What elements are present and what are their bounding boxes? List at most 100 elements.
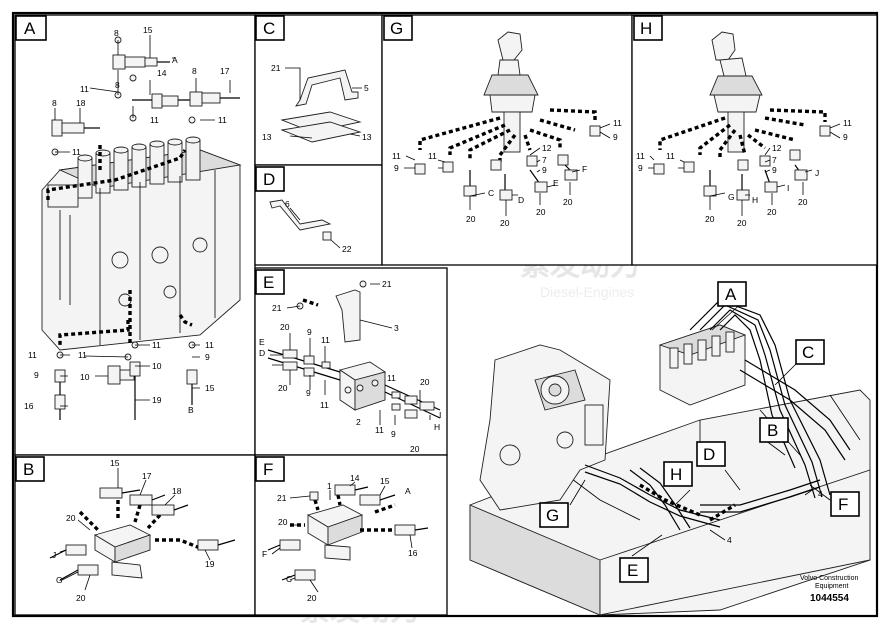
label-h-1: 9: [638, 163, 643, 173]
hose-run-a2: [58, 320, 130, 345]
label-h-13: 20: [737, 218, 747, 228]
label-g-7: 9: [542, 165, 547, 175]
label-f-8: 16: [408, 548, 418, 558]
label-a-14: 11: [78, 350, 87, 360]
overview-dash-2: [709, 503, 736, 522]
panel-d: D 6 22: [254, 164, 383, 266]
hose-runs-b: [78, 500, 201, 550]
overview-tag-e[interactable]: E: [627, 561, 638, 580]
overview-tag-box-f[interactable]: [830, 491, 860, 517]
label-e-10: 11: [320, 400, 329, 410]
label-e-18: 20: [410, 444, 420, 454]
hose-runs-h: [658, 108, 827, 160]
bolt-22: [322, 231, 332, 241]
footer-block: Volvo Construction Equipment 1044554: [800, 575, 858, 604]
label-g-12: 20: [466, 214, 476, 224]
label-h-0: 11: [636, 151, 645, 161]
fittings-a-top: [51, 36, 240, 156]
label-h-9: H: [752, 195, 758, 205]
overview-tag-d[interactable]: D: [703, 445, 715, 464]
label-g-6: 7: [542, 155, 547, 165]
overview-tag-b[interactable]: B: [767, 421, 778, 440]
fittings-g: [414, 125, 601, 201]
label-f-6: F: [262, 549, 267, 559]
label-g-11: F: [582, 164, 587, 174]
label-c-3: 13: [362, 132, 372, 142]
panel-d-tag: D: [263, 170, 275, 189]
label-e-6: 9: [307, 327, 312, 337]
panel-b-tag-box: [15, 456, 45, 482]
distribution-block-b: [93, 524, 152, 579]
overview-tag-c[interactable]: C: [802, 343, 814, 362]
label-a-15: 11: [152, 340, 161, 350]
hose-run-e1: [302, 298, 319, 307]
label-g-10: E: [553, 178, 559, 188]
overview-tag-box-c[interactable]: [795, 339, 825, 365]
panel-h: H 11 9 11 11 9 12 7 9: [631, 14, 878, 266]
panel-d-tag-box: [255, 166, 285, 192]
label-g-5: 12: [542, 143, 552, 153]
overview-tag-box-g[interactable]: [539, 502, 569, 528]
label-d-1: 22: [342, 244, 352, 254]
drawing-number: 1044554: [810, 593, 849, 604]
label-e-9: 9: [306, 388, 311, 398]
label-a-5: 14: [157, 68, 167, 78]
label-h-8: G: [728, 192, 735, 202]
panel-a-tag-box: [15, 15, 47, 41]
label-g-2: 11: [428, 151, 437, 161]
label-a-6: 8: [192, 66, 197, 76]
overview-tag-box-a[interactable]: [717, 281, 747, 307]
overview-tag-box-h[interactable]: [663, 461, 693, 487]
label-f-0: 21: [277, 493, 287, 503]
overview-tag-box-b[interactable]: [759, 417, 789, 443]
label-b-0: 15: [110, 458, 120, 468]
hoses-e: [267, 349, 441, 419]
overview-tag-box-d[interactable]: [696, 441, 726, 467]
label-e-8: 20: [278, 383, 288, 393]
label-g-0: 11: [392, 151, 401, 161]
label-a-19: 10: [152, 361, 162, 371]
label-h-6: 7: [772, 155, 777, 165]
label-a-20: 9: [205, 352, 210, 362]
overview-dash-1: [639, 483, 701, 517]
fittings-b: [49, 487, 236, 581]
label-f-5: 20: [278, 517, 288, 527]
label-e-4: E: [259, 337, 265, 347]
label-c-1: 5: [364, 83, 369, 93]
label-d-0: 6: [285, 199, 290, 209]
label-a-12: 11: [72, 147, 81, 157]
panel-a: A: [14, 14, 256, 456]
label-g-15: 20: [563, 197, 573, 207]
brand-line-1: Volvo Construction: [800, 575, 858, 582]
panel-h-tag: H: [640, 19, 652, 38]
panel-g-tag-box: [383, 15, 413, 41]
overview-tags: A C B D H G E F: [539, 281, 860, 583]
upper-frame: [469, 389, 871, 616]
label-b-3: 20: [66, 513, 76, 523]
label-a-23: 15: [205, 383, 215, 393]
label-h-7: 9: [772, 165, 777, 175]
overview-tag-g[interactable]: G: [546, 506, 559, 525]
overview-tag-h[interactable]: H: [670, 465, 682, 484]
overview-label-1: 4: [727, 535, 732, 545]
label-g-1: 9: [394, 163, 399, 173]
overview-tag-f[interactable]: F: [838, 495, 848, 514]
label-b-6: 19: [205, 559, 215, 569]
panel-e-tag: E: [263, 273, 274, 292]
label-e-1: 21: [272, 303, 282, 313]
overview-tag-box-e[interactable]: [619, 557, 649, 583]
label-a-2: A: [172, 55, 178, 65]
label-a-0: 8: [114, 28, 119, 38]
label-b-1: 17: [142, 471, 152, 481]
label-e-0: 21: [382, 279, 392, 289]
label-a-18: 10: [80, 372, 90, 382]
overview-tag-a[interactable]: A: [725, 285, 737, 304]
label-h-2: 11: [666, 151, 675, 161]
label-g-9: D: [518, 195, 524, 205]
label-f-2: 14: [350, 473, 360, 483]
hose-run-a3: [178, 314, 193, 327]
overview-valve: [658, 324, 747, 406]
hose-run-a1: [46, 149, 187, 200]
control-valve-block: [41, 136, 242, 351]
label-e-5: D: [259, 348, 265, 358]
